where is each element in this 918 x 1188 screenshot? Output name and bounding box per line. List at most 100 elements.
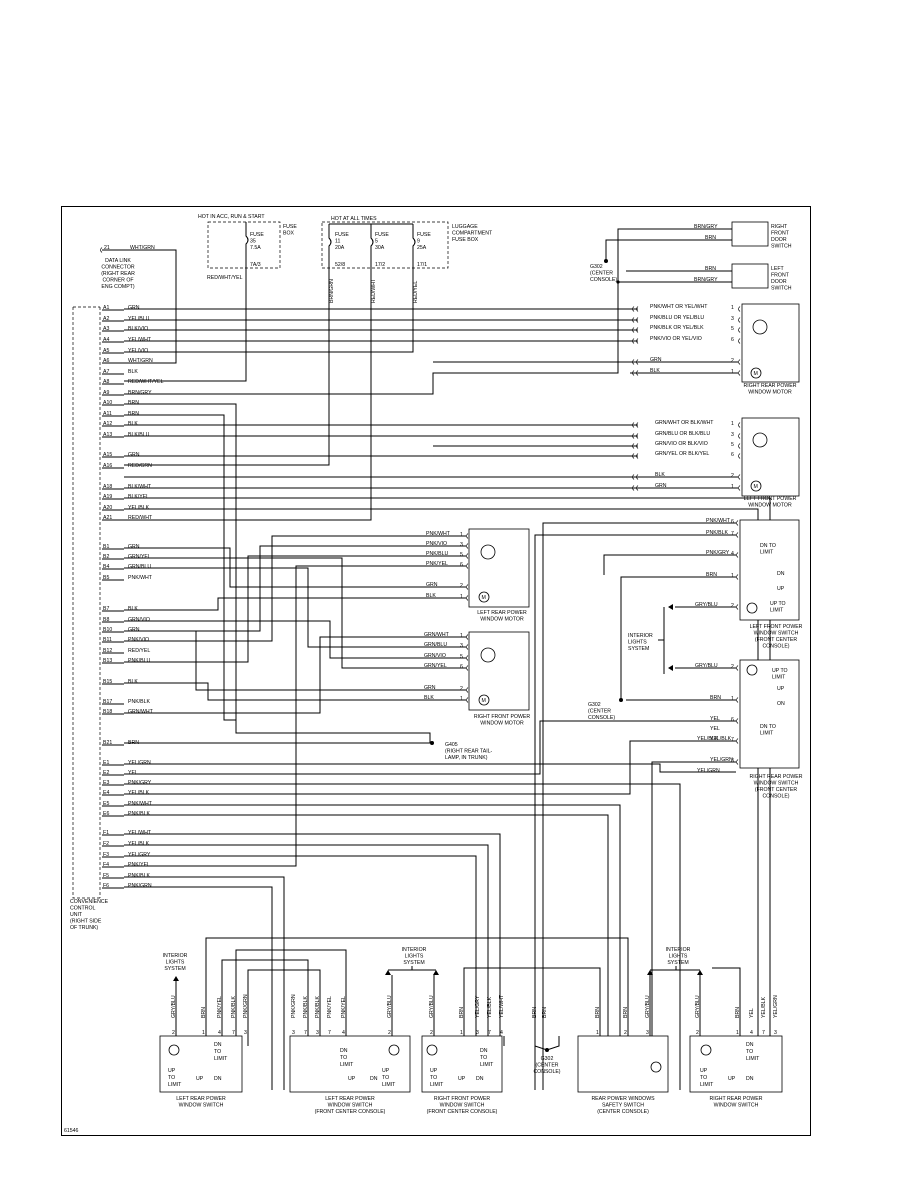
rrpwm-pin-4: 2 — [731, 358, 734, 364]
rfpwm-pin-2: 5 — [460, 654, 463, 660]
wire-rr-safety — [712, 967, 741, 1036]
sw3-dn: DN — [480, 1048, 488, 1054]
dlc-wire: WHT/GRN — [130, 245, 155, 251]
lfpws-label: CONSOLE) — [762, 644, 789, 650]
wire-pnk-grn-f6 — [124, 886, 273, 1090]
sw5-wire-4: YEL/GRN — [773, 995, 779, 1018]
ccu-wire-A19: BLK/YEL — [128, 494, 149, 500]
connector-symbol — [738, 370, 741, 376]
dlc-label: CORNER OF — [102, 278, 133, 284]
sw2-up: UP — [382, 1068, 390, 1074]
rrpws-yel: YEL — [710, 726, 720, 732]
ils-mid-label-bottom: SYSTEM — [403, 960, 424, 966]
ccu-wire-E5: PNK/WHT — [128, 801, 153, 807]
connector-symbol — [466, 533, 469, 539]
connector-symbol — [738, 474, 741, 480]
sw3-pin-3: 7 — [488, 1030, 491, 1036]
rrpws-label: (FRONT CENTER — [755, 787, 798, 793]
sw5-wire-0: GRY/BLU — [695, 995, 701, 1018]
rfpwm-wire-1: GRN/BLU — [424, 642, 447, 648]
wire-yel-wht-f1 — [124, 833, 501, 1090]
rrpwm-label: RIGHT REAR POWER — [744, 383, 797, 389]
ils-mid-arrow-b — [433, 970, 439, 975]
ccu-wire-F3: YEL/GRY — [128, 852, 151, 858]
fuse11-label: 11 — [335, 239, 340, 245]
rrpws-label: WINDOW SWITCH — [754, 781, 799, 787]
ccu-wire-F6: PNK/GRN — [128, 883, 152, 889]
wire-red-yel-1 — [124, 270, 414, 353]
sw5-pin-3: 7 — [762, 1030, 765, 1036]
lfpws-up-label: LIMIT — [770, 608, 784, 614]
connector-symbol — [466, 697, 469, 703]
g302-bottom-label: G302 — [541, 1056, 554, 1062]
luggage-fuse-box — [321, 221, 449, 269]
ccu-wire-B21: BRN — [128, 740, 139, 746]
fuse35-pin: 7A/3 — [250, 262, 261, 268]
connector-symbol — [736, 738, 739, 744]
sw1-to: TO — [214, 1049, 221, 1055]
connector-symbol — [466, 595, 469, 601]
ccu-pin-B21: B21 — [103, 740, 112, 746]
wire-red-wht — [124, 270, 372, 521]
lfpws-label: WINDOW SWITCH — [754, 631, 799, 637]
ccu-wire-E1: YEL/GRN — [128, 760, 151, 766]
sw5-dn2: DN — [746, 1076, 754, 1082]
connector-symbol — [466, 543, 469, 549]
ccu-label: UNIT — [70, 912, 83, 918]
sw1-wire-2: PNK/YEL — [217, 996, 223, 1018]
motor-m-label: M — [482, 698, 486, 704]
rrpws-yelblk: YEL/BLK — [697, 736, 719, 742]
lfds-label: LEFT — [771, 266, 785, 272]
fuse9-label: 9 — [417, 239, 420, 245]
ccu-wire-A10: BRN — [128, 400, 139, 406]
lrpwm-label: LEFT REAR POWER — [477, 610, 527, 616]
ils-right-label-bottom: SYSTEM — [667, 960, 688, 966]
connector-symbol — [466, 644, 469, 650]
rrpws-pin-0: 2 — [731, 664, 734, 670]
rrpwm-pin-2: 5 — [731, 326, 734, 332]
rrpwm-wire-4: GRN — [650, 357, 662, 363]
sw1-wire-1: BRN — [201, 1007, 207, 1018]
ccu-pin-E6: E6 — [103, 811, 109, 817]
rear-windows-safety-switch-label: (CENTER CONSOLE) — [597, 1109, 649, 1115]
rr-window-switch-label: RIGHT REAR POWER — [710, 1096, 763, 1102]
lrpwm-wire-0: PNK/WHT — [426, 531, 451, 537]
rrpwm-pin-3: 6 — [731, 337, 734, 343]
sw3-uplimit: LIMIT — [430, 1082, 444, 1088]
ccu-pin-B10: B10 — [103, 627, 112, 633]
wire-pnk-bottom-a — [221, 959, 309, 1036]
ccu-wire-B15: BLK — [128, 679, 138, 685]
lfpwm-wire-4: BLK — [655, 472, 665, 478]
rfds-w2: BRN — [705, 235, 716, 241]
ccu-wire-A1: GRN — [128, 305, 140, 311]
sw1-pin-3: 7 — [232, 1030, 235, 1036]
ccu-wire-A5: YEL/VIO — [128, 348, 148, 354]
connector-symbol — [736, 574, 739, 580]
lf-motor-icon — [750, 480, 762, 492]
connector-symbol — [736, 718, 739, 724]
lfpws-pin-4: 2 — [731, 603, 734, 609]
ccu-wire-F5: PNK/BLK — [128, 873, 150, 879]
sw2-dn2: DN — [370, 1076, 378, 1082]
ccu-pin-A2: A2 — [103, 316, 109, 322]
ccu-wire-B7: BLK — [128, 606, 138, 612]
connector-symbol — [736, 532, 739, 538]
fuse11-label: 20A — [335, 245, 345, 251]
rrpwm-label: WINDOW MOTOR — [748, 390, 792, 396]
lfpws-pin-0: 6 — [731, 519, 734, 525]
lfpwm-pin-2: 5 — [731, 442, 734, 448]
ccu-pin-A4: A4 — [103, 337, 109, 343]
rfpwm-label: RIGHT FRONT POWER — [474, 714, 531, 720]
sw5-upto: TO — [700, 1075, 707, 1081]
rf-window-switch-console-label: RIGHT FRONT POWER — [434, 1096, 491, 1102]
fuse5-label: 30A — [375, 245, 385, 251]
rrpws-pin-2: 6 — [731, 717, 734, 723]
sw3-limit: LIMIT — [480, 1062, 494, 1068]
lrpwm-label: WINDOW MOTOR — [480, 617, 524, 623]
lrpwm-wire-4: GRN — [426, 582, 438, 588]
rf-window-switch-console — [421, 1035, 503, 1093]
ccu-wire-B10: GRN — [128, 627, 140, 633]
ccu-pin-A13: A13 — [103, 432, 112, 438]
sw5-pin-2: 4 — [750, 1030, 753, 1036]
